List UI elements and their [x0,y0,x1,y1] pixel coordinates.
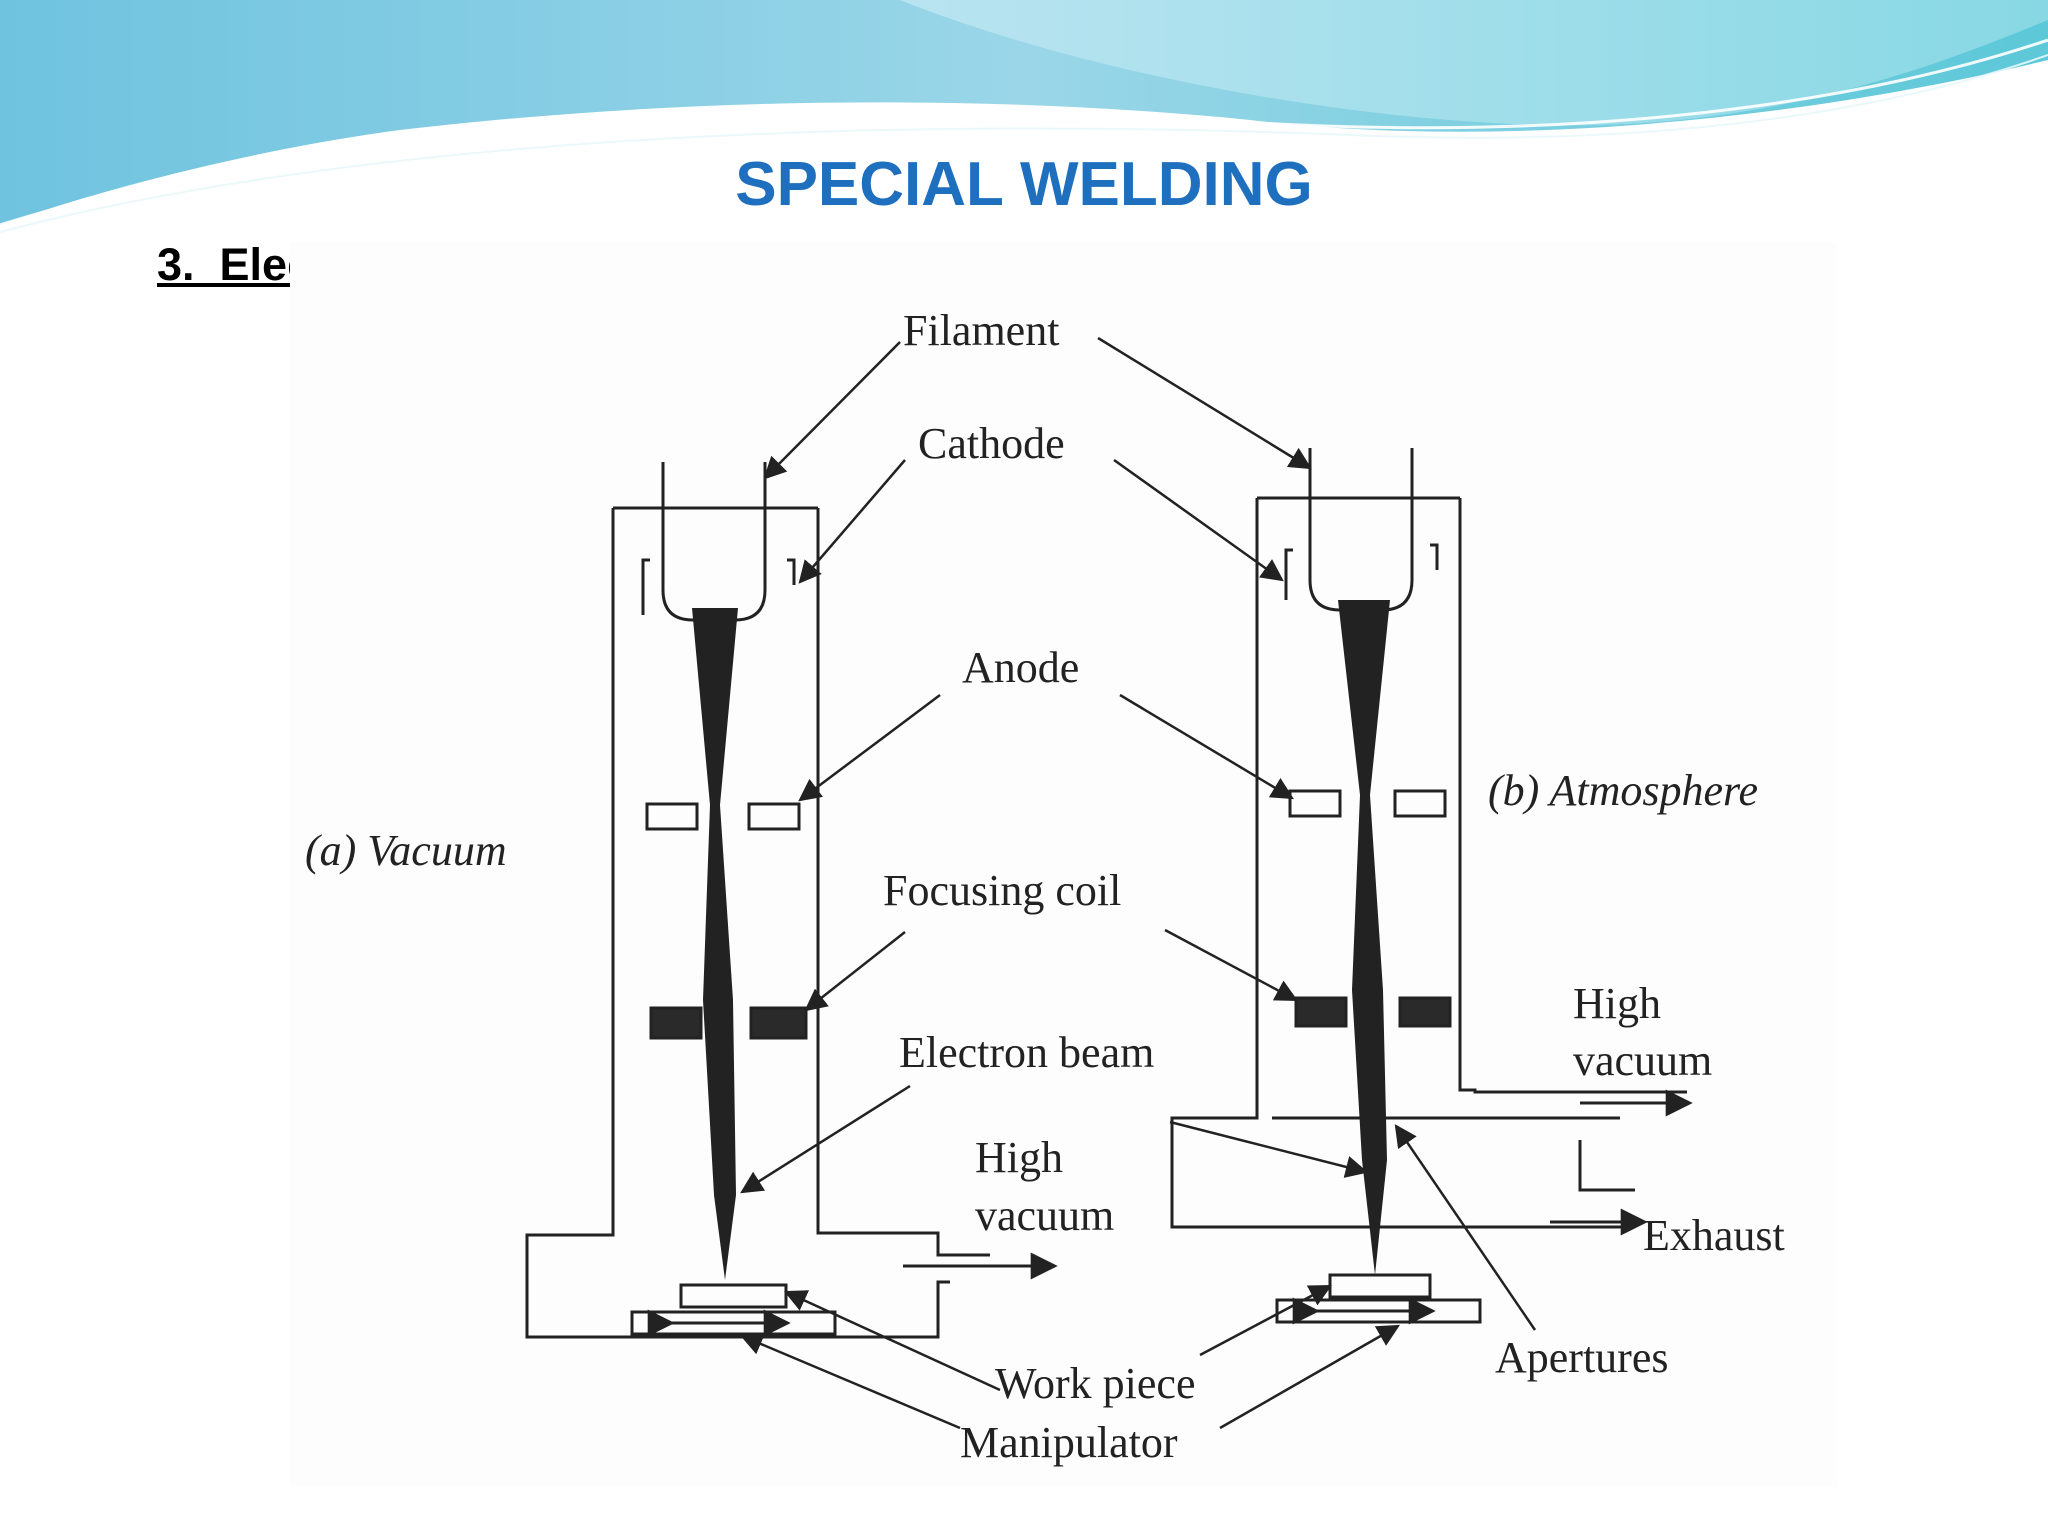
cathode-leader-b [1113,458,1284,582]
vacuum-cathode [641,558,796,615]
label-work-piece: Work piece [995,1359,1195,1408]
label-high-vacuum-a-line1: High [975,1133,1063,1182]
vacuum-gun-body [525,506,990,1339]
vacuum-electron-beam [692,608,738,1280]
label-high-vacuum-a-line2: vacuum [975,1191,1114,1240]
atmosphere-filament [1308,448,1414,612]
label-apertures: Apertures [1495,1333,1669,1382]
vacuum-focusing-coil [649,1006,808,1040]
label-high-vacuum-b-line1: High [1573,979,1661,1028]
label-filament: Filament [903,306,1059,355]
label-vacuum-caption: (a) Vacuum [305,826,507,875]
label-manipulator: Manipulator [960,1418,1178,1467]
label-exhaust: Exhaust [1643,1211,1785,1260]
label-cathode: Cathode [918,419,1065,468]
work-piece-leader-b [1199,1284,1332,1357]
filament-leader-b [1097,336,1312,470]
focusing-coil-leader-b [1164,928,1298,1002]
anode-leader-a [798,694,941,802]
header-wave-banner [0,0,2048,233]
atmosphere-anode [1288,789,1447,818]
focusing-coil-leader-a [804,931,906,1012]
anode-leader-b [1119,693,1294,800]
label-electron-beam: Electron beam [899,1028,1154,1077]
atmosphere-focusing-coil [1294,996,1452,1028]
label-high-vacuum-b-line2: vacuum [1573,1036,1712,1085]
manipulator-leader-a [739,1333,961,1430]
label-anode: Anode [962,643,1079,692]
electron-beam-leader-b [1169,1120,1369,1178]
label-focusing-coil: Focusing coil [883,866,1121,915]
diagram-scan-panel [290,242,1837,1487]
slide-title: SPECIAL WELDING [735,150,1313,219]
atmosphere-gun-body [1170,496,1687,1229]
cathode-leader-a [798,459,906,584]
apertures-leader [1394,1124,1537,1331]
label-atmosphere-caption: (b) Atmosphere [1488,766,1758,815]
vacuum-filament [661,462,767,622]
manipulator-leader-b [1219,1324,1400,1430]
vacuum-anode [645,802,801,831]
atmosphere-cathode [1284,543,1439,600]
vacuum-work-piece [630,1283,837,1337]
atmosphere-electron-beam [1338,600,1390,1275]
filament-leader-a [763,341,901,480]
electron-beam-leader-a [740,1084,911,1194]
work-piece-leader-a [783,1290,1001,1392]
